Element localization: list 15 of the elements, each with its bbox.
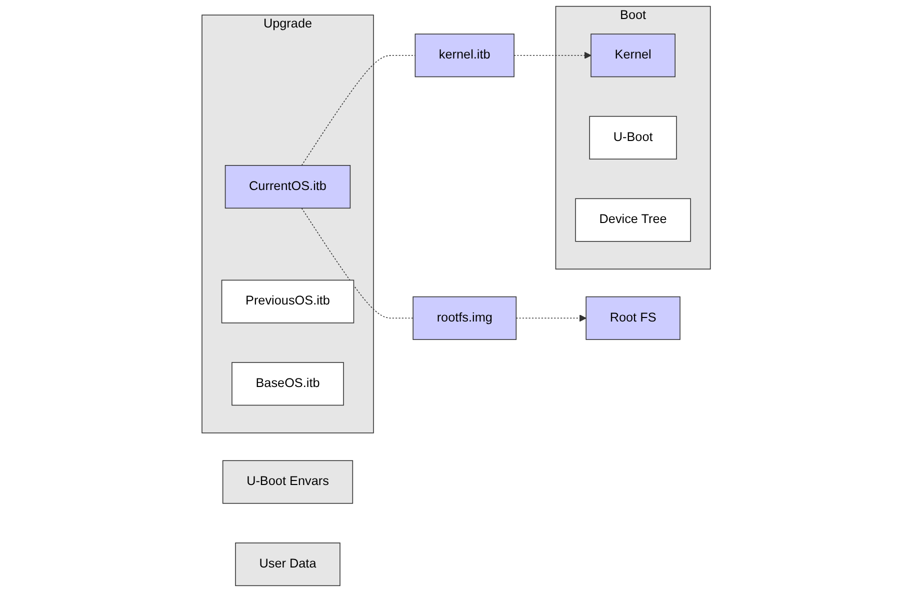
connector	[301, 208, 414, 319]
node-box: rootfs.img	[412, 296, 516, 340]
node-box: Device Tree	[574, 198, 691, 242]
node-box: PreviousOS.itb	[221, 280, 354, 324]
node-box: Kernel	[590, 34, 676, 78]
node-box: U-Boot Envars	[222, 460, 353, 504]
node-box: kernel.itb	[414, 34, 514, 78]
connector	[301, 55, 416, 166]
arrow	[513, 52, 592, 59]
node-box: BaseOS.itb	[231, 362, 344, 406]
node-box: Root FS	[586, 296, 680, 340]
arrow	[516, 314, 586, 322]
node-box: User Data	[234, 542, 340, 586]
node-box: CurrentOS.itb	[224, 165, 350, 209]
node-box: U-Boot	[589, 116, 677, 160]
